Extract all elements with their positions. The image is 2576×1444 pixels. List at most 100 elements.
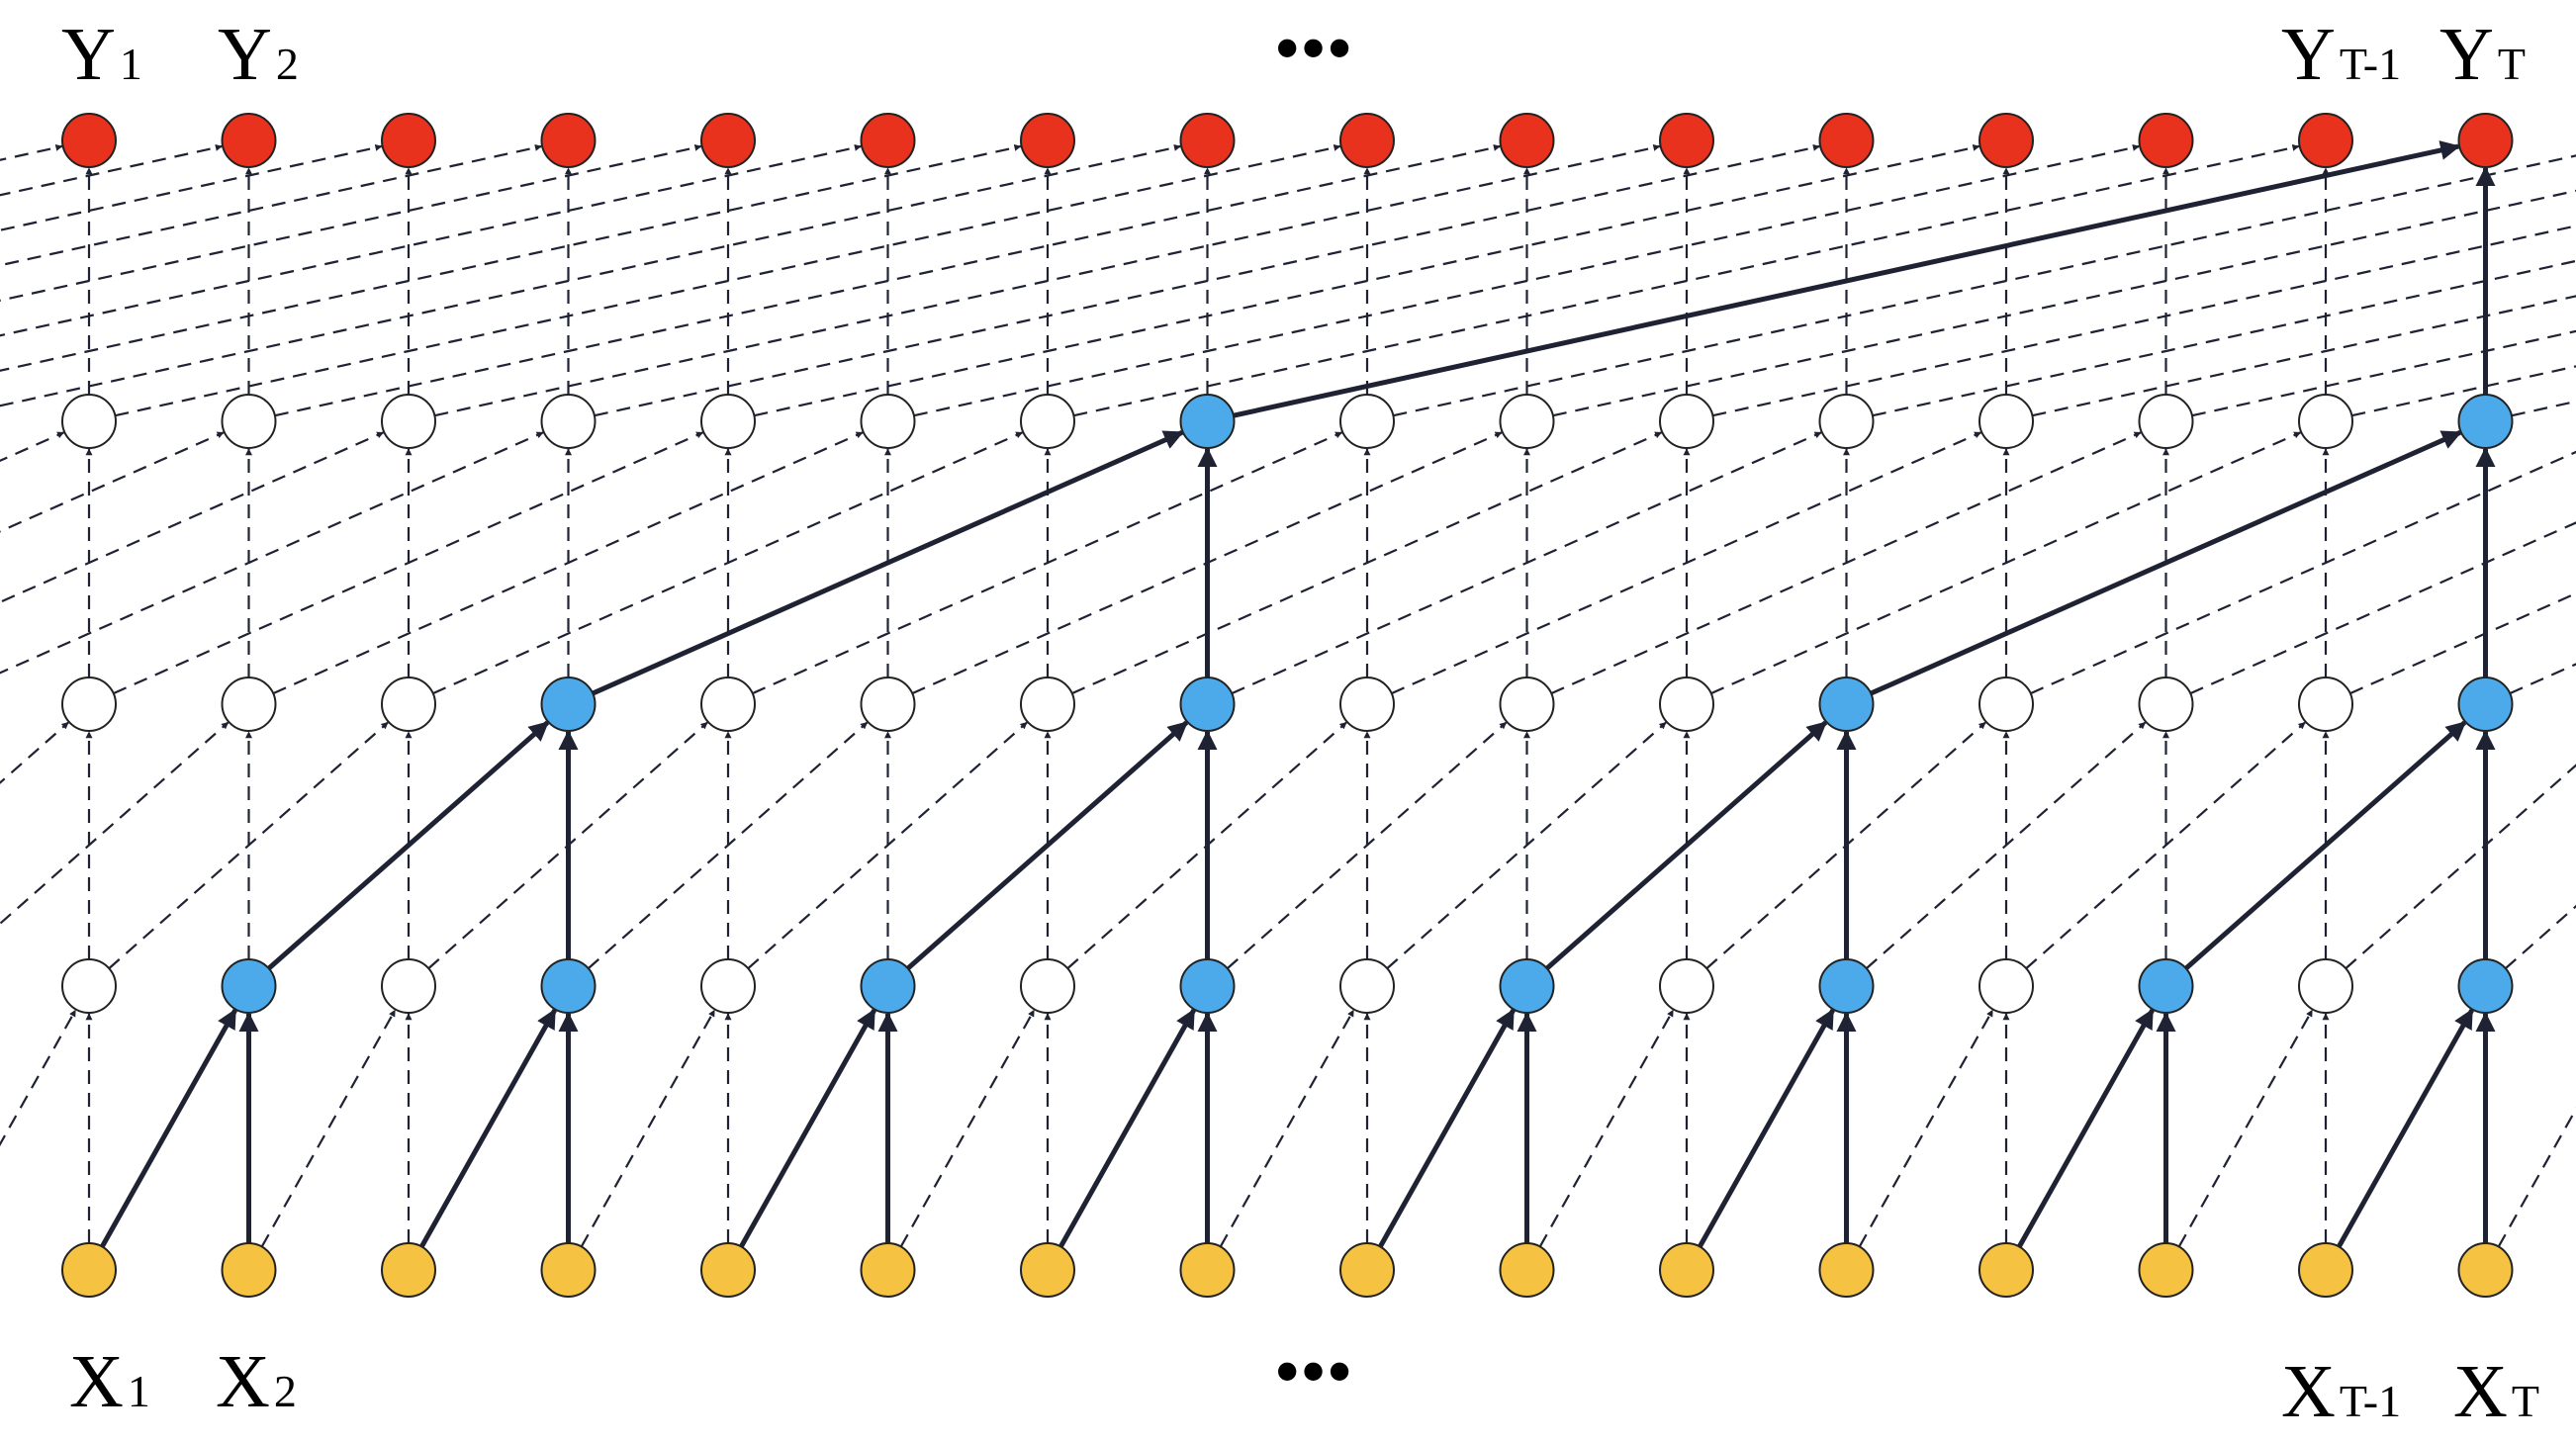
edge-diagonal: [2345, 764, 2576, 969]
edge-diagonal: [0, 143, 862, 337]
edge-diagonal: [1233, 140, 2461, 418]
hidden-node-layer-1-active: [540, 958, 597, 1014]
nodes: [61, 113, 2514, 1298]
hidden-node-layer-2: [381, 677, 436, 732]
input-node: [540, 1242, 597, 1298]
edge-diagonal: [0, 721, 230, 926]
edge-diagonal: [274, 143, 1501, 417]
output-labels: Y1 Y2 YT-1 YT: [61, 13, 2526, 96]
input-node: [1020, 1242, 1075, 1298]
edge-diagonal: [2349, 591, 2576, 695]
hidden-node-layer-3: [381, 394, 436, 449]
edge-diagonal: [1710, 431, 2302, 695]
dashed-edges: [0, 143, 2576, 1248]
edge-diagonal: [580, 1009, 716, 1248]
output-node: [1818, 113, 1875, 168]
edge-diagonal: [1550, 431, 2142, 695]
hidden-node-layer-2: [1020, 677, 1075, 732]
hidden-node-layer-3: [1339, 394, 1395, 449]
input-node: [2457, 1242, 2514, 1298]
input-node: [2298, 1242, 2353, 1298]
edge-diagonal: [1227, 721, 1508, 969]
edge-diagonal: [1870, 430, 2462, 696]
hidden-node-layer-3: [221, 394, 277, 449]
hidden-node-layer-2-active: [2457, 677, 2514, 732]
edge-diagonal: [0, 143, 1022, 372]
input-label-x1: X1: [69, 1340, 150, 1423]
edge-diagonal: [260, 1009, 397, 1248]
solid-receptive-field-edges: [100, 140, 2496, 1248]
hidden-node-layer-3: [1020, 394, 1075, 449]
input-label-x2: X2: [216, 1340, 297, 1423]
output-label-y2: Y2: [218, 13, 299, 96]
hidden-node-layer-1: [1978, 958, 2034, 1014]
output-node: [1020, 113, 1075, 168]
edge-diagonal: [594, 143, 1820, 417]
edge-diagonal: [419, 1008, 557, 1248]
hidden-node-layer-3: [1659, 394, 1714, 449]
edge-diagonal: [2511, 400, 2576, 417]
hidden-node-layer-3: [61, 394, 117, 449]
hidden-node-layer-2: [860, 677, 916, 732]
edge-diagonal: [108, 721, 389, 969]
edge-diagonal: [1698, 1008, 1835, 1248]
edge-diagonal: [1219, 1009, 1355, 1248]
edge-diagonal: [588, 721, 869, 969]
edge-diagonal: [113, 431, 704, 695]
hidden-node-layer-3: [2298, 394, 2353, 449]
hidden-node-layer-1-active: [1499, 958, 1555, 1014]
edge-diagonal: [913, 143, 2140, 417]
edge-diagonal: [434, 143, 1661, 417]
output-node: [61, 113, 117, 168]
output-node: [221, 113, 277, 168]
hidden-node-layer-1-active: [2457, 958, 2514, 1014]
edge-diagonal: [1538, 1009, 1675, 1248]
input-node: [1179, 1242, 1236, 1298]
output-label-y1: Y1: [61, 13, 142, 96]
edge-diagonal: [1858, 1009, 1994, 1248]
input-node: [700, 1242, 756, 1298]
edge-diagonal: [2189, 521, 2576, 695]
edge-diagonal: [2032, 295, 2576, 417]
edge-diagonal: [0, 431, 544, 675]
input-node: [860, 1242, 916, 1298]
edge-diagonal: [2337, 1008, 2474, 1248]
hidden-node-layer-1: [61, 958, 117, 1014]
edge-diagonal: [0, 431, 385, 604]
hidden-node-layer-2: [61, 677, 117, 732]
output-node: [1339, 113, 1395, 168]
edge-diagonal: [0, 431, 225, 533]
output-node: [540, 113, 597, 168]
edge-diagonal: [0, 431, 65, 463]
hidden-node-layer-1: [1020, 958, 1075, 1014]
hidden-node-layer-3: [1978, 394, 2034, 449]
input-node: [1659, 1242, 1714, 1298]
ellipsis-top: •••: [1276, 12, 1354, 83]
edge-diagonal: [754, 143, 1980, 417]
edge-diagonal: [2025, 721, 2306, 969]
hidden-node-layer-1: [1339, 958, 1395, 1014]
edge-diagonal: [267, 720, 550, 971]
hidden-node-layer-2-active: [1818, 677, 1875, 732]
edge-diagonal: [2017, 1008, 2155, 1248]
edge-diagonal: [0, 143, 702, 302]
hidden-node-layer-3: [1818, 394, 1875, 449]
hidden-node-layer-1-active: [221, 958, 277, 1014]
hidden-node-layer-2: [1499, 677, 1555, 732]
edge-diagonal: [1393, 154, 2576, 417]
edge-diagonal: [2351, 365, 2576, 417]
hidden-node-layer-1: [1659, 958, 1714, 1014]
output-label-yt-minus-1: YT-1: [2281, 13, 2401, 96]
edge-diagonal: [2505, 904, 2576, 969]
output-node: [860, 113, 916, 168]
hidden-node-layer-2: [1978, 677, 2034, 732]
hidden-node-layer-3: [2138, 394, 2194, 449]
hidden-node-layer-2: [221, 677, 277, 732]
edge-diagonal: [0, 143, 63, 161]
hidden-node-layer-1-active: [1179, 958, 1236, 1014]
hidden-node-layer-2: [2138, 677, 2194, 732]
hidden-node-layer-3: [860, 394, 916, 449]
edge-diagonal: [1545, 720, 1828, 971]
hidden-node-layer-1-active: [2138, 958, 2194, 1014]
